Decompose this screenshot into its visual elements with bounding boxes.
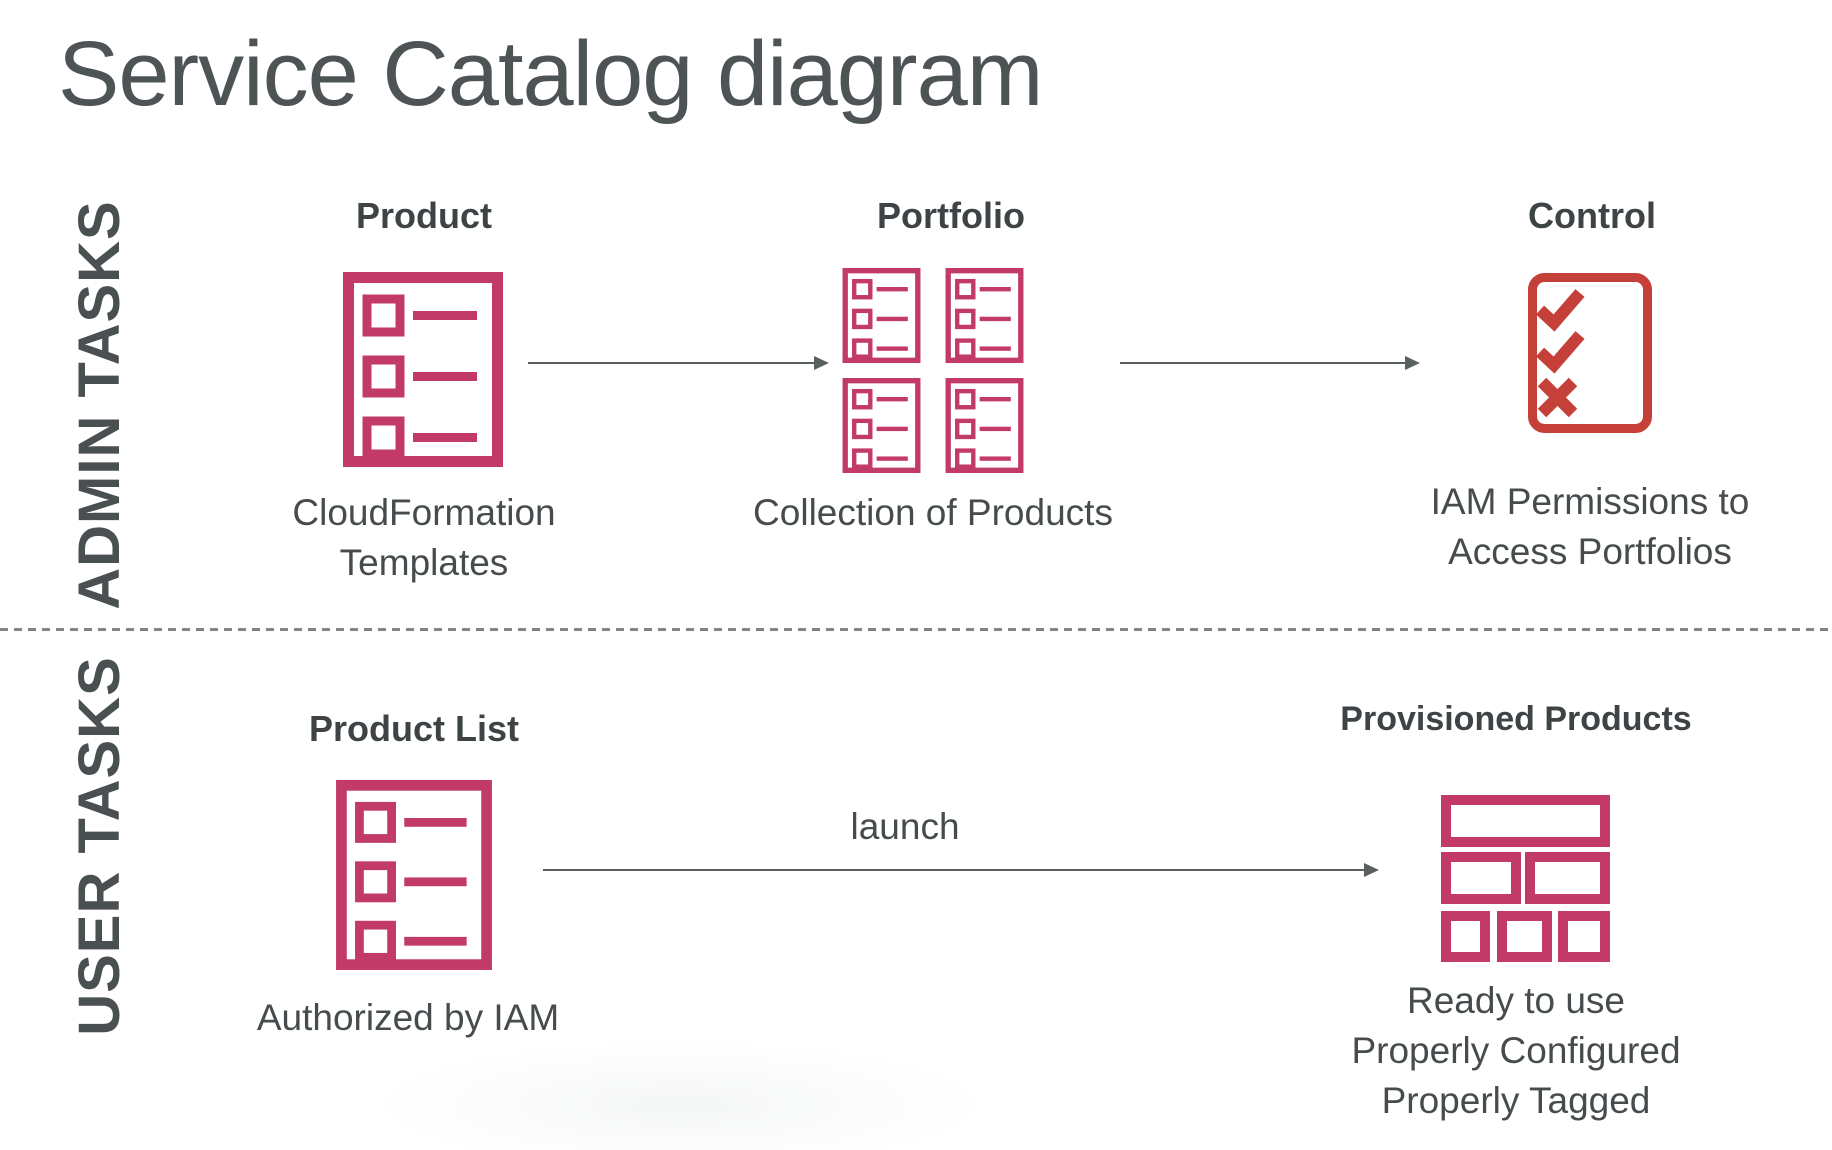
tasks-divider-line	[0, 628, 1832, 631]
product-list-icon	[343, 272, 503, 467]
control-caption: IAM Permissions to Access Portfolios	[1430, 481, 1750, 572]
portfolio-mini-list-icon	[842, 378, 921, 473]
portfolio-mini-list-icon	[945, 268, 1024, 363]
provisioned-products-title: Provisioned Products	[1340, 700, 1692, 738]
product-list-title: Product List	[308, 708, 519, 749]
product-caption: CloudFormation Templates	[292, 492, 556, 583]
control-title: Control	[1528, 195, 1656, 236]
provisioned-products-bricks-icon	[1441, 795, 1610, 962]
portfolio-mini-list-icon	[842, 268, 921, 363]
product-list-icon	[335, 780, 493, 970]
portfolio-grid-icon	[842, 268, 1024, 473]
launch-arrow	[543, 863, 1379, 877]
user-tasks-band-label: USER TASKS	[67, 656, 132, 1036]
portfolio-caption: Collection of Products	[753, 492, 1113, 533]
product-title: Product	[355, 195, 492, 236]
provisioned-products-caption: Ready to use Properly Configured Properl…	[1351, 980, 1681, 1121]
product-to-portfolio-arrow	[528, 356, 829, 370]
portfolio-mini-list-icon	[945, 378, 1024, 473]
admin-tasks-band-label: ADMIN TASKS	[67, 200, 132, 610]
checklist-icon	[1528, 273, 1652, 433]
portfolio-to-control-arrow	[1120, 356, 1420, 370]
watermark-smudge	[370, 1040, 990, 1150]
page-title: Service Catalog diagram	[58, 23, 1043, 125]
launch-arrow-label: launch	[850, 806, 960, 847]
product-list-caption: Authorized by IAM	[256, 997, 560, 1038]
portfolio-title: Portfolio	[877, 195, 1025, 236]
